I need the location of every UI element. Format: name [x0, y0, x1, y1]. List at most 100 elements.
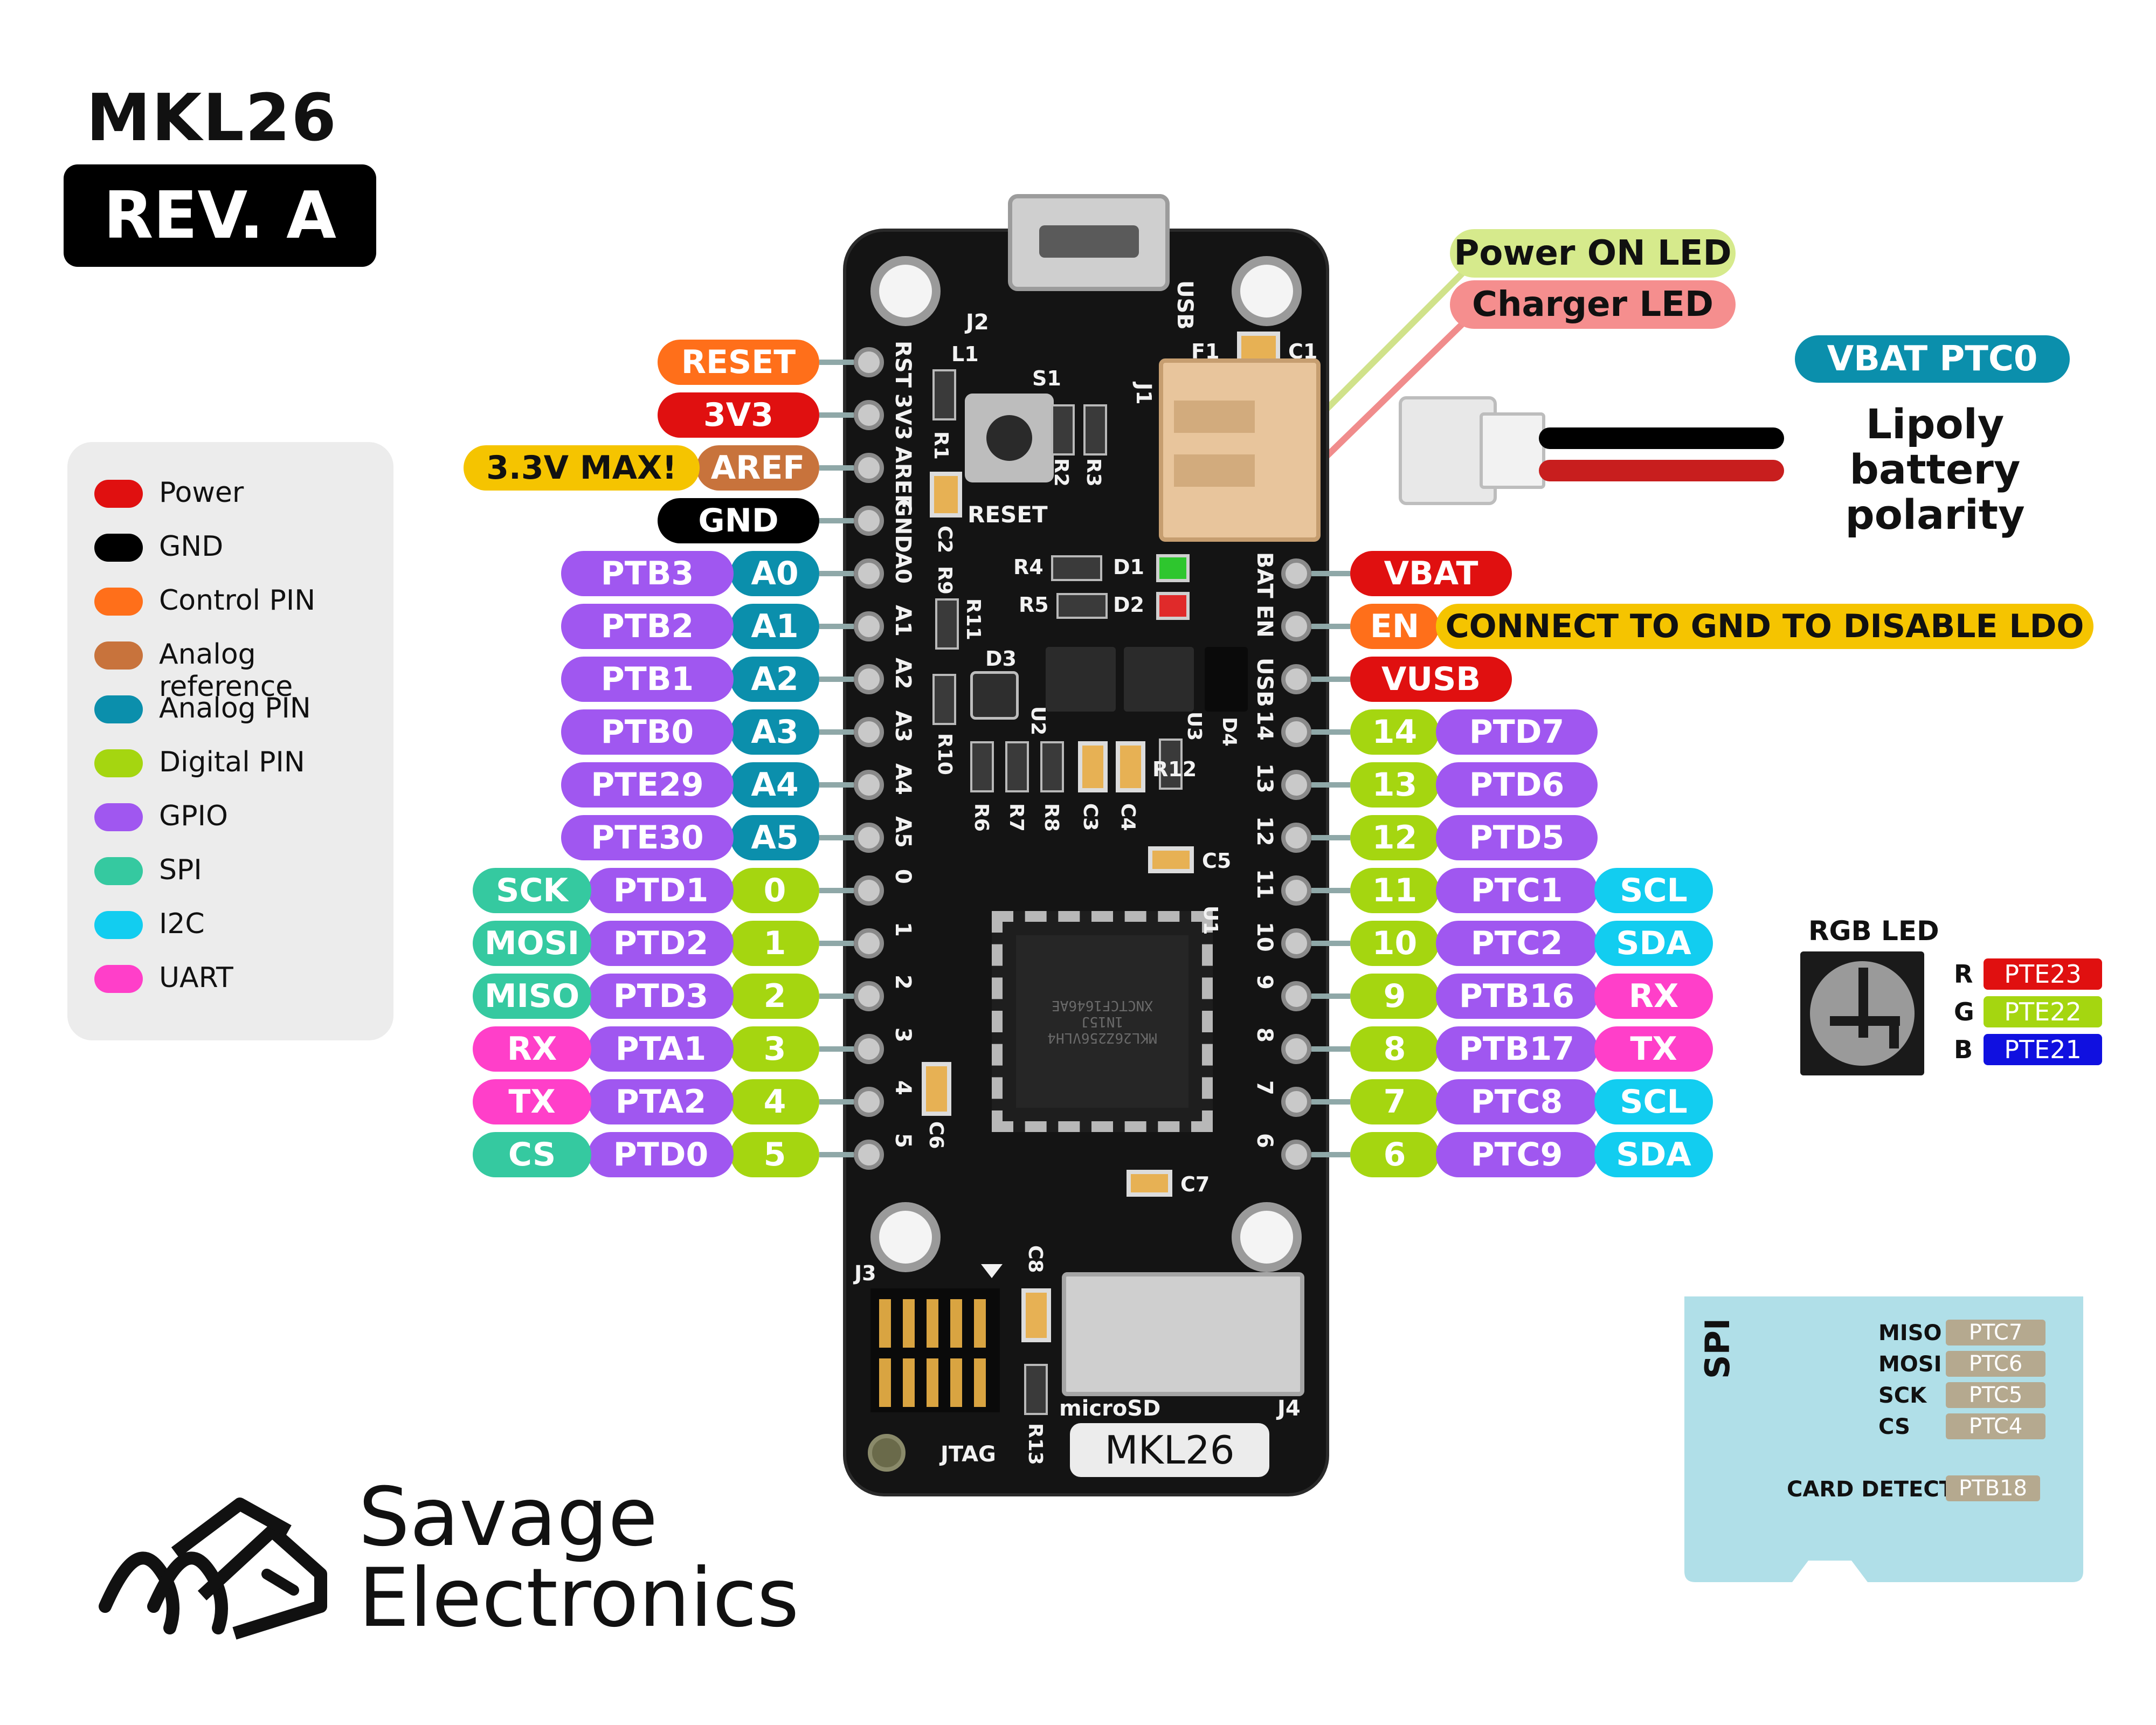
silk-u1: U1 [1199, 906, 1221, 935]
silk-r3: R3 [1082, 458, 1104, 487]
silk-microsd: microSD [1059, 1396, 1161, 1421]
legend-label: Digital PIN [159, 746, 305, 778]
pin-label-pill: SDA [1594, 921, 1713, 966]
pin-label-pill: RESET [658, 340, 819, 385]
pin1-marker-icon [981, 1264, 1003, 1278]
header-pad [1281, 1034, 1311, 1064]
usb-connector [1008, 194, 1170, 291]
pin-label-pill: PTE29 [561, 762, 734, 808]
brand-line2: Electronics [358, 1551, 799, 1645]
resistor-r7 [1005, 741, 1029, 792]
pin-label-pill: 10 [1350, 921, 1439, 966]
silk-pin-label: 0 [890, 869, 915, 884]
silk-pin-label: A3 [890, 710, 915, 742]
pin-label-pill: A0 [730, 551, 819, 596]
mounting-hole [1232, 256, 1302, 326]
header-pad [1281, 558, 1311, 589]
sd-pin-label: MOSI [1878, 1352, 1942, 1377]
header-pad [854, 875, 884, 906]
silk-c3: C3 [1079, 803, 1101, 831]
pin-label-pill: VBAT [1350, 551, 1512, 596]
legend-swatch [94, 534, 143, 562]
jtag-pin [903, 1299, 915, 1348]
legend-label: GPIO [159, 800, 228, 832]
header-pad [1281, 1140, 1311, 1170]
revision-label: REV. A [103, 178, 336, 253]
sd-spi-title: SPI [1698, 1318, 1737, 1379]
silk-r11: R11 [962, 598, 984, 640]
silk-jtag: JTAG [941, 1442, 996, 1467]
silk-pin-label: RST [890, 341, 915, 388]
legend-swatch [94, 911, 143, 939]
silk-pin-label: 10 [1252, 922, 1277, 952]
silk-pin-label: 7 [1252, 1080, 1277, 1095]
legend-swatch [94, 965, 143, 993]
silk-d1: D1 [1113, 555, 1144, 579]
legend-label: Analog reference [159, 638, 293, 703]
jtag-pin [927, 1358, 938, 1407]
pin-label-pill: PTB3 [561, 551, 734, 596]
pin-label-pill: PTA2 [588, 1079, 734, 1124]
pin-label-pill: PTB1 [561, 657, 734, 702]
header-pad [854, 717, 884, 747]
silk-j1: J1 [1132, 383, 1156, 405]
jtag-header [870, 1288, 1000, 1412]
silk-u2: U2 [1027, 706, 1049, 736]
pin-label-pill: PTB0 [561, 709, 734, 755]
resistor-r11-body [935, 598, 959, 650]
power-led-label: Power ON LED [1454, 233, 1732, 273]
pin-label-pill: A5 [730, 815, 819, 860]
pin-label-pill: PTD7 [1436, 709, 1598, 755]
legend-label: Analog PIN [159, 692, 311, 724]
jtag-pin [927, 1299, 938, 1348]
silk-pin-label: 6 [1252, 1133, 1277, 1148]
power-led-callout: Power ON LED [1450, 229, 1736, 278]
power-led [1156, 554, 1190, 582]
pin-label-pill: PTD2 [588, 921, 734, 966]
reset-button[interactable] [965, 394, 1054, 482]
header-pad [854, 981, 884, 1011]
rgb-led-title: RGB LED [1808, 915, 1939, 947]
resistor-r8 [1040, 741, 1064, 792]
legend-label: UART [159, 962, 233, 994]
pin-label-pill: A4 [730, 762, 819, 808]
silk-pin-label: USB [1252, 658, 1277, 707]
silk-u3: U3 [1183, 712, 1205, 741]
pin-label-pill: PTC1 [1436, 868, 1598, 913]
silk-pin-label: EN [1252, 605, 1277, 638]
pin-label-pill: CONNECT TO GND TO DISABLE LDO [1436, 604, 2093, 649]
rgb-led-icon [1800, 951, 1924, 1075]
header-pad [1281, 1087, 1311, 1117]
silk-r1: R1 [930, 431, 952, 460]
silk-r12: R12 [1152, 757, 1197, 781]
header-pad [854, 823, 884, 853]
silk-pin-label: 13 [1252, 763, 1277, 794]
silk-d3: D3 [985, 647, 1017, 671]
silk-pin-label: 3 [890, 1027, 915, 1043]
board-name-plate: MKL26 [1070, 1423, 1269, 1477]
pin-label-pill: 6 [1350, 1132, 1439, 1177]
brand-name: Savage Electronics [358, 1477, 799, 1639]
capacitor-c6 [922, 1062, 951, 1116]
pin-label-pill: 0 [730, 868, 819, 913]
sd-pin-value: PTC6 [1946, 1351, 2046, 1377]
resistor-r6 [970, 741, 994, 792]
silk-r5: R5 [1019, 593, 1049, 617]
silk-c7: C7 [1180, 1172, 1210, 1196]
resistor-r3 [1083, 404, 1107, 456]
resistor-r4 [1051, 555, 1102, 581]
pin-label-pill: PTE30 [561, 815, 734, 860]
silk-pin-label: 5 [890, 1133, 915, 1148]
silk-pin-label: 11 [1252, 869, 1277, 899]
silk-pin-label: A1 [890, 605, 915, 637]
sd-pin-value: PTC5 [1946, 1382, 2046, 1408]
pin-label-pill: 4 [730, 1079, 819, 1124]
rgb-channel-pin: PTE23 [1984, 958, 2102, 990]
battery-connector-icon [1399, 385, 1787, 505]
pin-label-pill: SCL [1594, 1079, 1713, 1124]
header-pad [854, 453, 884, 483]
silk-pin-label: 9 [1252, 975, 1277, 990]
pin-label-pill: 13 [1350, 762, 1439, 808]
